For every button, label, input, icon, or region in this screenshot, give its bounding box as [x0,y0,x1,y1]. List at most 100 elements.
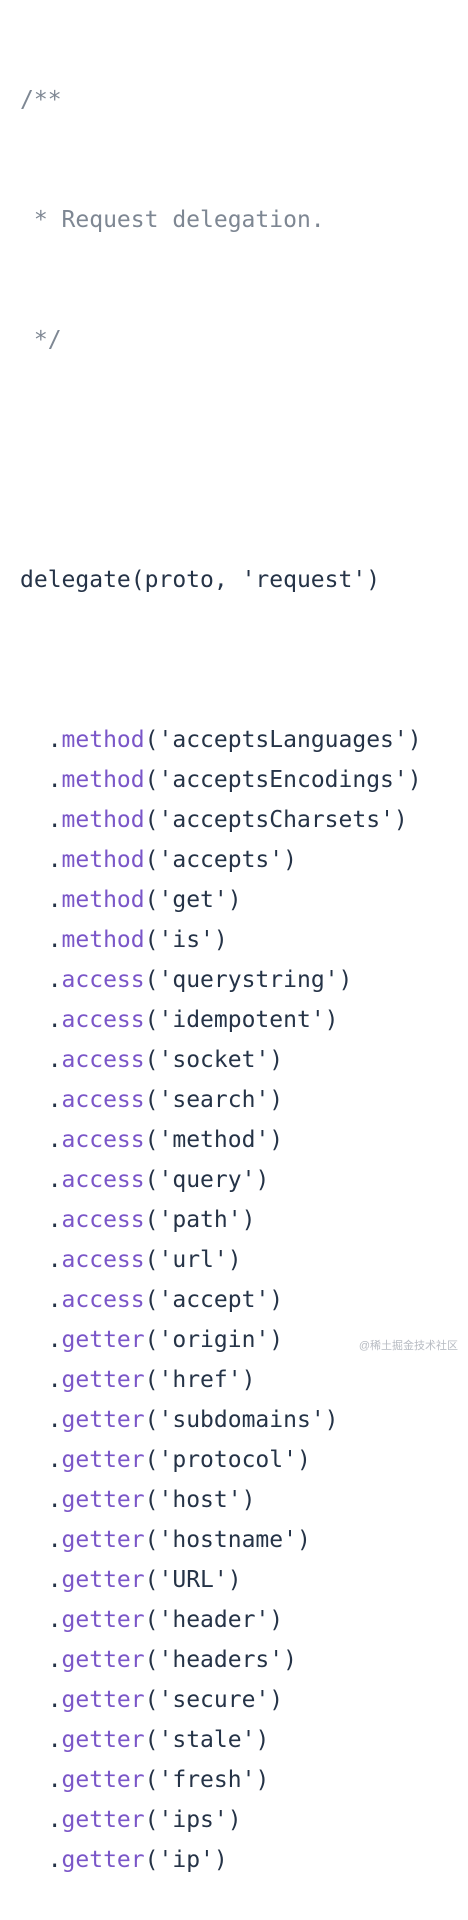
chain-method-name: getter [61,1327,145,1353]
chain-dot: . [20,1047,62,1073]
chain-method-name: getter [61,1447,145,1473]
chain-arg: method [172,1127,256,1153]
code-block: /** * Request delegation. */ delegate(pr… [20,0,460,1920]
chain-arg: path [172,1207,228,1233]
comment-line-1: /** [20,87,62,113]
chain-line: .getter('fresh') [20,1760,460,1800]
chain-close-paren: ') [241,1727,270,1753]
chain-line: .getter('subdomains') [20,1400,460,1440]
chain-arg: origin [172,1327,256,1353]
delegate-suffix: ) [366,567,381,593]
chain-method-name: access [61,1287,145,1313]
chain-arg: header [172,1607,256,1633]
chain-dot: . [20,1207,62,1233]
chain-arg: accepts [172,847,270,873]
chain-close-paren: ') [269,1647,297,1673]
chain-open-paren: (' [144,807,173,833]
chain-open-paren: (' [144,1327,173,1353]
chain-dot: . [20,967,62,993]
chain-line: .getter('origin') [20,1320,460,1360]
chain-open-paren: (' [144,1607,173,1633]
chain-close-paren: ') [324,967,353,993]
chain-close-paren: ') [241,1167,270,1193]
chain-arg: href [172,1367,228,1393]
chain-method-name: getter [61,1687,145,1713]
chain-arg: headers [172,1647,270,1673]
chain-method-name: method [61,767,145,793]
comment-line-2: * Request delegation. [20,207,325,233]
chain-dot: . [20,1607,62,1633]
chain-arg: ip [172,1847,201,1873]
chain-open-paren: (' [144,1407,173,1433]
chain-open-paren: (' [144,1767,173,1793]
chain-method-name: getter [61,1807,145,1833]
chain-close-paren: ') [310,1407,339,1433]
chain-line: .getter('headers') [20,1640,460,1680]
chain-open-paren: (' [144,1807,173,1833]
chain-open-paren: (' [144,1367,173,1393]
chain-arg: acceptsCharsets [172,807,381,833]
chain-method-name: method [61,807,145,833]
chain-open-paren: (' [144,1567,173,1593]
chain-line: .method('accepts') [20,840,460,880]
chain-method-name: getter [61,1647,145,1673]
chain-line: .access('url') [20,1240,460,1280]
chain-open-paren: (' [144,727,173,753]
chain-arg: socket [172,1047,256,1073]
chain-method-name: getter [61,1527,145,1553]
chain-close-paren: ') [255,1087,284,1113]
chain-open-paren: (' [144,927,173,953]
chain-line: .access('idempotent') [20,1000,460,1040]
chain-arg: subdomains [172,1407,311,1433]
chain-close-paren: ') [213,887,242,913]
chain-arg: search [172,1087,256,1113]
chain-line: .getter('ip') [20,1840,460,1880]
chain-line: .getter('secure') [20,1680,460,1720]
chain-close-paren: ') [255,1127,284,1153]
chain-method-name: access [61,1167,145,1193]
chain-open-paren: (' [144,1447,173,1473]
chain-arg: URL [172,1567,214,1593]
delegate-arg: 'request' [241,567,367,593]
chain-line: .access('search') [20,1080,460,1120]
chain-close-paren: ') [393,727,422,753]
chain-arg: querystring [172,967,325,993]
chain-arg: query [172,1167,242,1193]
delegate-prefix: delegate(proto, [20,567,242,593]
chain-close-paren: ') [227,1367,256,1393]
chain-dot: . [20,1487,62,1513]
chain-dot: . [20,1447,62,1473]
chain-open-paren: (' [144,1287,173,1313]
chain-dot: . [20,807,62,833]
chain-method-name: access [61,1087,145,1113]
chain-open-paren: (' [144,1527,173,1553]
chain-arg: ips [172,1807,214,1833]
chain-method-name: getter [61,1567,145,1593]
chain-line: .getter('protocol') [20,1440,460,1480]
chain-arg: is [172,927,201,953]
chain-open-paren: (' [144,1207,173,1233]
chain-close-paren: ') [227,1487,256,1513]
chain-dot: . [20,1727,62,1753]
chain-dot: . [20,727,62,753]
chain-method-name: getter [61,1847,145,1873]
chain-method-name: getter [61,1767,145,1793]
chain-arg: secure [172,1687,256,1713]
chain-close-paren: ') [269,847,297,873]
watermark: @稀土掘金技术社区 [358,1340,458,1352]
chain-open-paren: (' [144,1247,173,1273]
chain-dot: . [20,1087,62,1113]
chain-close-paren: ') [255,1047,284,1073]
chain-close-paren: ') [227,1207,256,1233]
chain-method-name: getter [61,1407,145,1433]
chain-arg: acceptsLanguages [172,727,394,753]
chain-close-paren: ') [213,1247,242,1273]
chain-line: .getter('URL') [20,1560,460,1600]
chain-line: .access('querystring') [20,960,460,1000]
chain-arg: get [172,887,214,913]
chain-arg: hostname [172,1527,284,1553]
chain-method-name: method [61,727,145,753]
chain-close-paren: ') [213,1567,242,1593]
chain-dot: . [20,927,62,953]
chain-close-paren: ') [255,1687,284,1713]
